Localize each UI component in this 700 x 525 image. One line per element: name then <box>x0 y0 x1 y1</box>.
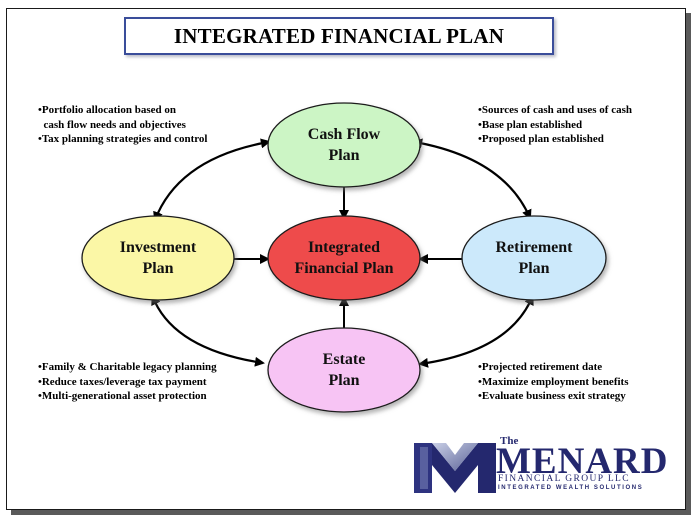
arrow-cashflow-retirement <box>412 138 532 220</box>
investment-label: Investment Plan <box>82 235 234 281</box>
integrated-node <box>267 215 421 301</box>
note-item: •Proposed plan established <box>478 133 604 145</box>
cash-flow-line2: Plan <box>328 147 360 164</box>
investment-line2: Plan <box>142 260 174 277</box>
notes-bottom-right: •Projected retirement date •Maximize emp… <box>478 360 628 404</box>
note-item: •Sources of cash and uses of cash <box>478 104 632 116</box>
note-item: •Projected retirement date <box>478 361 603 373</box>
retirement-node <box>461 215 607 301</box>
note-item: cash flow needs and objectives <box>38 118 186 131</box>
note-item: •Reduce taxes/leverage tax payment <box>38 375 207 388</box>
note-item: •Evaluate business exit strategy <box>478 390 626 402</box>
menard-logo-mark-icon <box>414 443 496 493</box>
note-item: •Multi-generational asset protection <box>38 390 207 402</box>
integrated-line1: Integrated <box>308 239 380 256</box>
estate-line1: Estate <box>322 351 366 368</box>
logo-the: The <box>500 435 519 447</box>
note-item: •Portfolio allocation based on <box>38 104 176 116</box>
retirement-line1: Retirement <box>495 239 573 256</box>
note-item: •Tax planning strategies and control <box>38 133 208 145</box>
logo-name: MENARD <box>496 441 669 482</box>
cash-flow-line1: Cash Flow <box>307 126 381 143</box>
notes-top-right: •Sources of cash and uses of cash •Base … <box>478 103 632 147</box>
integrated-line2: Financial Plan <box>294 260 394 277</box>
retirement-line2: Plan <box>518 260 550 277</box>
estate-line2: Plan <box>328 372 360 389</box>
arrow-retirement-estate <box>418 294 534 368</box>
arrow-investment-estate <box>151 294 265 367</box>
notes-bottom-left: •Family & Charitable legacy planning •Re… <box>38 360 217 404</box>
cash-flow-node <box>267 102 421 188</box>
estate-node <box>267 327 421 413</box>
arrow-cashflow-investment <box>153 138 271 222</box>
investment-node <box>81 215 235 301</box>
notes-top-left: •Portfolio allocation based on cash flow… <box>38 103 208 147</box>
integrated-label: Integrated Financial Plan <box>268 235 420 281</box>
retirement-label: Retirement Plan <box>462 235 606 281</box>
logo-tagline: INTEGRATED WEALTH SOLUTIONS <box>498 485 644 491</box>
estate-label: Estate Plan <box>268 347 420 393</box>
investment-line1: Investment <box>119 239 197 256</box>
title-box: INTEGRATED FINANCIAL PLAN <box>124 17 554 55</box>
note-item: •Family & Charitable legacy planning <box>38 361 217 373</box>
cash-flow-label: Cash Flow Plan <box>268 122 420 168</box>
note-item: •Base plan established <box>478 118 583 131</box>
note-item: •Maximize employment benefits <box>478 375 629 388</box>
page-title: INTEGRATED FINANCIAL PLAN <box>173 23 505 48</box>
menard-logo: The MENARD FINANCIAL GROUP LLC INTEGRATE… <box>414 435 667 493</box>
logo-subtitle: FINANCIAL GROUP LLC <box>498 474 630 484</box>
